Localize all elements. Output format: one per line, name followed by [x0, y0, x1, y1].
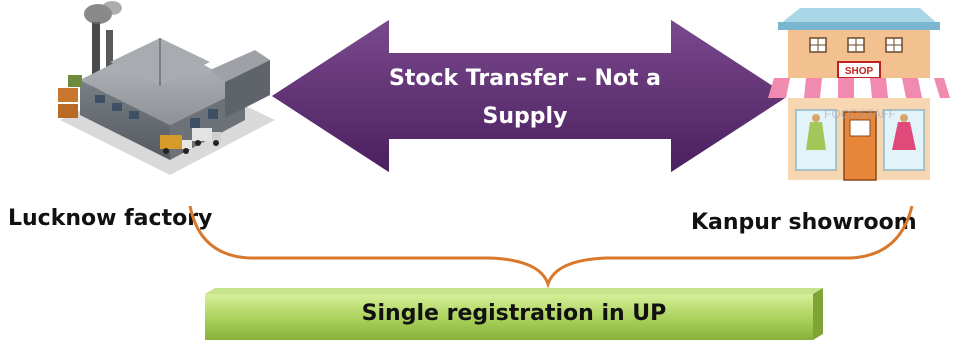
lucknow-factory-label: Lucknow factory — [8, 206, 213, 231]
kanpur-showroom-label: Kanpur showroom — [691, 210, 917, 235]
registration-label: Single registration in UP — [361, 301, 667, 326]
arrow-label: Stock Transfer – Not a Supply — [350, 60, 700, 136]
arrow-label-line1: Stock Transfer – Not a — [388, 66, 662, 91]
double-arrow-shape — [270, 18, 790, 174]
shop-sign-text: SHOP — [845, 66, 874, 77]
factory-icon — [58, 1, 275, 175]
watermark-text: FOODSTAFF — [824, 107, 896, 121]
shop-icon: SHOP FOODSTAFF — [768, 8, 950, 181]
grouping-brace — [188, 206, 914, 289]
registration-box: Single registration in UP — [205, 288, 823, 340]
arrow-label-line2: Supply — [482, 104, 568, 129]
